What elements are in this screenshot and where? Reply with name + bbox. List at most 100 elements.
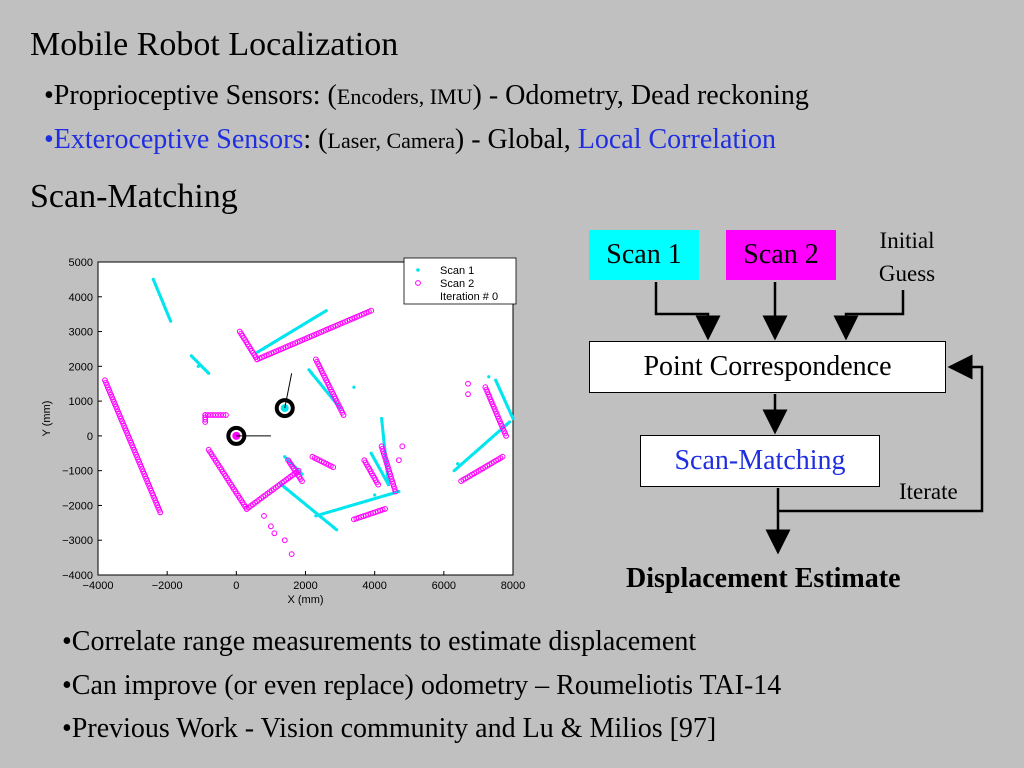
scan2-point xyxy=(202,416,209,423)
x-tick-label: −4000 xyxy=(83,580,114,592)
bullet-exteroceptive-sensors: Laser, Camera xyxy=(327,128,455,153)
scan2-point xyxy=(281,537,288,544)
scan2-point xyxy=(378,443,385,450)
y-tick-label: 2000 xyxy=(69,361,93,373)
section-subtitle: Scan-Matching xyxy=(30,178,238,215)
scan2-point xyxy=(379,445,386,452)
x-tick-label: 0 xyxy=(233,580,239,592)
scan2-point xyxy=(271,530,278,537)
bottom-bullet-2: •Can improve (or even replace) odometry … xyxy=(62,670,782,701)
scan2-point xyxy=(340,412,347,418)
scan2-point xyxy=(465,391,471,398)
scan2-point xyxy=(382,506,388,512)
bullet-exteroceptive-local: Local Correlation xyxy=(577,124,777,155)
scan-matching-box: Scan-Matching xyxy=(640,435,880,487)
arrow-scan1-to-correspondence xyxy=(654,282,721,341)
scan1-point xyxy=(511,416,515,421)
scan1-point xyxy=(207,371,211,375)
initial-guess-label: Initial Guess xyxy=(862,224,952,290)
bullet-proprioceptive-suffix: ) - Odometry, Dead reckoning xyxy=(472,80,809,111)
scan2-point xyxy=(380,448,387,455)
scan2-point xyxy=(268,523,274,530)
iterate-label: Iterate xyxy=(899,479,958,504)
scan2-point xyxy=(288,551,295,558)
scan2-point xyxy=(368,307,375,314)
x-axis-label: X (mm) xyxy=(287,594,323,606)
bullet-proprioceptive-sensors: Encoders, IMU xyxy=(336,84,473,109)
scan2-point xyxy=(384,461,390,467)
legend-entry: Iteration # 0 xyxy=(440,291,498,303)
legend-entry: Scan 1 xyxy=(440,265,474,277)
scan2-point xyxy=(223,412,229,418)
x-tick-label: 2000 xyxy=(293,580,317,592)
initial-guess-line2: Guess xyxy=(878,261,936,286)
scan2-point xyxy=(399,443,406,450)
scan2-point xyxy=(389,478,396,485)
scan1-point xyxy=(352,385,356,389)
bullet-exteroceptive-mid: ) - Global, xyxy=(454,124,578,155)
scan2-point xyxy=(499,453,506,460)
scan2-point xyxy=(385,466,392,472)
scan1-point xyxy=(324,309,328,313)
scan2-point xyxy=(202,419,209,425)
series-2 xyxy=(102,307,509,558)
y-tick-label: 4000 xyxy=(69,292,93,304)
x-tick-label: 4000 xyxy=(362,580,386,592)
initial-guess-line1: Initial xyxy=(879,228,935,253)
scan2-point xyxy=(386,468,393,475)
scan2-point xyxy=(384,463,391,470)
y-tick-label: −1000 xyxy=(62,466,93,478)
y-tick-label: 5000 xyxy=(69,257,93,269)
scan2-point xyxy=(299,478,305,485)
y-axis-label: Y (mm) xyxy=(41,401,53,437)
bullet-proprioceptive: •Proprioceptive Sensors: (Encoders, IMU)… xyxy=(44,80,809,112)
scan2-point xyxy=(388,476,395,482)
legend-scan1-marker xyxy=(416,268,420,272)
scan1-point xyxy=(335,528,339,532)
scan2-point xyxy=(157,509,164,516)
legend-scan2-marker xyxy=(415,280,421,286)
scan2-point xyxy=(261,512,267,519)
robot-heading-scan1 xyxy=(284,373,293,409)
scan2-point xyxy=(383,458,390,465)
slide-title: Mobile Robot Localization xyxy=(30,26,399,63)
x-tick-label: 6000 xyxy=(432,580,456,592)
scan2-point xyxy=(330,464,337,471)
scan2-point xyxy=(465,380,471,387)
legend-box xyxy=(403,257,517,305)
displacement-estimate-label: Displacement Estimate xyxy=(626,563,901,594)
robot-pose-ring xyxy=(274,398,295,419)
y-tick-label: 1000 xyxy=(69,396,93,408)
scan1-point xyxy=(456,462,460,466)
scan2-point xyxy=(390,483,397,490)
scan2-point xyxy=(220,412,227,418)
bullet-exteroceptive: •Exteroceptive Sensors: (Laser, Camera) … xyxy=(44,124,776,156)
scan2-point xyxy=(387,473,394,480)
x-tick-label: −2000 xyxy=(152,580,183,592)
bullet-exteroceptive-label: •Exteroceptive Sensors xyxy=(44,124,304,155)
scan1-point xyxy=(373,493,377,497)
bottom-bullet-1: •Correlate range measurements to estimat… xyxy=(62,626,697,657)
scan2-point xyxy=(381,453,388,460)
y-tick-label: −2000 xyxy=(62,500,93,512)
scan1-point xyxy=(196,364,200,368)
point-correspondence-box: Point Correspondence xyxy=(589,341,946,393)
plot-area xyxy=(97,261,514,576)
scan2-point xyxy=(390,481,397,487)
scan2-box: Scan 2 xyxy=(726,230,836,280)
arrow-guess-to-correspondence xyxy=(833,290,905,341)
y-tick-label: −3000 xyxy=(62,535,93,547)
bullet-proprioceptive-prefix: •Proprioceptive Sensors: ( xyxy=(44,80,337,111)
x-tick-label: 8000 xyxy=(501,580,525,592)
scan1-box: Scan 1 xyxy=(589,230,699,280)
bullet-exteroceptive-colon: : ( xyxy=(303,124,328,155)
scan2-point xyxy=(387,471,393,477)
scan2-point xyxy=(380,450,387,457)
legend-entry: Scan 2 xyxy=(440,278,474,290)
scan2-point xyxy=(395,457,402,464)
scan1-point xyxy=(169,319,173,323)
scan2-point xyxy=(382,455,389,462)
series-1 xyxy=(151,277,515,532)
